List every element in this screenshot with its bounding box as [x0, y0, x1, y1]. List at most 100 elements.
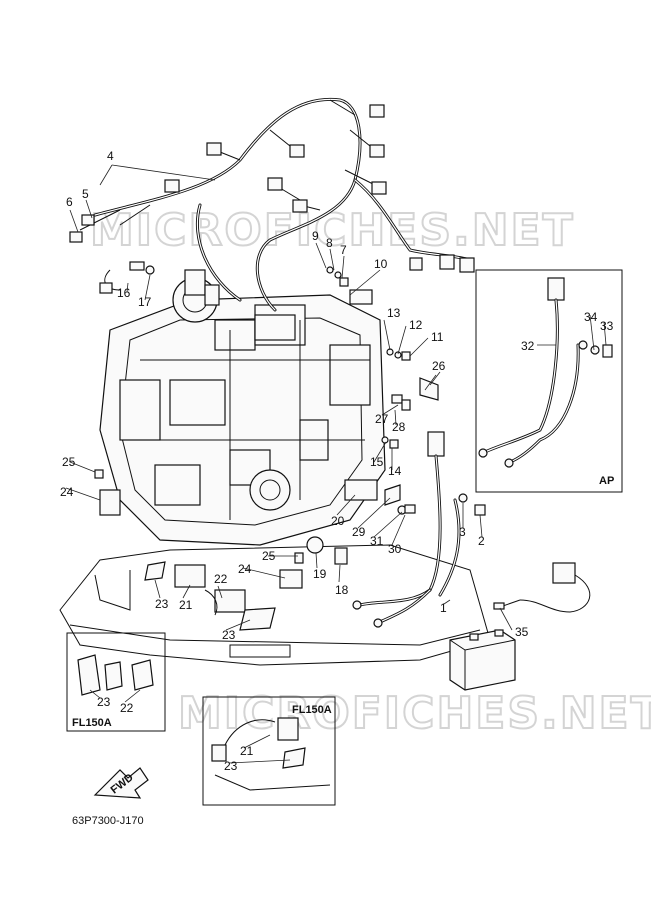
callout-3: 3	[459, 525, 466, 539]
callout-25a: 25	[62, 455, 76, 469]
callout-31: 31	[370, 534, 384, 548]
leader-lines	[65, 164, 607, 764]
small-parts	[94, 261, 486, 631]
wire-harness	[69, 97, 475, 341]
leader-line	[69, 209, 79, 233]
leader-line	[111, 164, 216, 181]
callout-30: 30	[388, 542, 402, 556]
callout-21b: 21	[240, 744, 254, 758]
leader-line	[409, 337, 429, 357]
callout-12: 12	[409, 318, 423, 332]
leader-line	[349, 269, 381, 296]
callout-21a: 21	[179, 598, 193, 612]
leader-line	[69, 461, 96, 473]
callout-28: 28	[392, 420, 406, 434]
callout-1: 1	[440, 601, 447, 615]
leader-line	[383, 319, 391, 351]
leader-line	[397, 325, 407, 355]
diagram-code: 63P7300-J170	[72, 815, 144, 827]
leader-line	[89, 689, 101, 699]
watermark-bottom: MICROFICHES.NET	[178, 688, 651, 739]
callout-24b: 24	[238, 562, 252, 576]
callout-17: 17	[138, 295, 152, 309]
leader-line	[394, 409, 397, 426]
callout-22b: 22	[120, 701, 134, 715]
callout-20: 20	[331, 514, 345, 528]
leader-line	[85, 199, 93, 219]
callout-35: 35	[515, 625, 529, 639]
leader-line	[217, 585, 223, 599]
battery-cable	[352, 431, 461, 628]
callout-numbers: 1 2 3 4 5 6 7 8 9 10 11 12 13 14 15 16 1…	[60, 149, 614, 773]
leader-line	[499, 607, 513, 631]
callout-33: 33	[600, 319, 614, 333]
leader-line	[144, 274, 151, 301]
ap-inset: AP	[475, 269, 623, 493]
leader-line	[373, 441, 387, 463]
callout-4: 4	[107, 149, 114, 163]
engine-block	[99, 269, 386, 546]
callout-26: 26	[432, 359, 446, 373]
callout-27: 27	[375, 412, 389, 426]
leader-line	[315, 242, 327, 269]
leader-line	[479, 514, 483, 538]
callout-34: 34	[584, 310, 598, 324]
bottom-cowling	[59, 544, 491, 666]
callout-8: 8	[326, 236, 333, 250]
leader-line	[154, 579, 161, 599]
leader-line	[341, 255, 345, 279]
leader-line	[381, 404, 399, 416]
leader-line	[182, 584, 191, 599]
fwd-arrow: FWD	[93, 767, 149, 799]
callout-18: 18	[335, 583, 349, 597]
callout-32: 32	[521, 339, 535, 353]
callout-2: 2	[478, 534, 485, 548]
callout-11: 11	[431, 330, 444, 344]
leader-line	[336, 494, 356, 516]
callout-25b: 25	[262, 549, 276, 563]
leader-line	[603, 321, 607, 346]
leader-line	[65, 487, 101, 501]
callout-5: 5	[82, 187, 89, 201]
leader-line	[424, 374, 437, 391]
leader-line	[99, 164, 113, 186]
callout-19: 19	[313, 567, 327, 581]
callout-14: 14	[388, 464, 402, 478]
fl150a-left-label: FL150A	[72, 717, 112, 729]
fl150a-bottom-label: FL150A	[292, 704, 332, 716]
watermark-top: MICROFICHES.NET	[90, 205, 575, 256]
leader-line	[225, 619, 251, 631]
callout-15: 15	[370, 455, 384, 469]
battery-and-lead	[449, 562, 591, 691]
leader-line	[329, 248, 335, 271]
leader-line	[124, 689, 141, 703]
callout-23b: 23	[222, 628, 236, 642]
callout-23d: 23	[224, 759, 238, 773]
leader-line	[315, 552, 318, 569]
callout-6: 6	[66, 195, 73, 209]
callout-23c: 23	[97, 695, 111, 709]
leader-line	[228, 759, 291, 764]
leader-line	[357, 497, 391, 529]
leader-line	[391, 514, 406, 546]
callout-29: 29	[352, 525, 366, 539]
callout-10: 10	[374, 257, 388, 271]
callout-7: 7	[340, 243, 347, 257]
callout-16: 16	[117, 286, 131, 300]
leader-line	[338, 564, 341, 583]
callout-24a: 24	[60, 485, 74, 499]
leader-line	[373, 511, 403, 538]
callout-9: 9	[312, 229, 319, 243]
leader-line	[589, 314, 595, 351]
ap-box-label: AP	[599, 475, 614, 487]
fl150a-bottom-inset: FL150A	[202, 696, 336, 806]
callout-23a: 23	[155, 597, 169, 611]
leader-line	[429, 371, 441, 386]
callout-22a: 22	[214, 572, 228, 586]
leader-line	[243, 734, 271, 749]
callout-13: 13	[387, 306, 401, 320]
leader-line	[126, 282, 129, 293]
leader-line	[443, 599, 451, 605]
leader-line	[242, 567, 286, 579]
